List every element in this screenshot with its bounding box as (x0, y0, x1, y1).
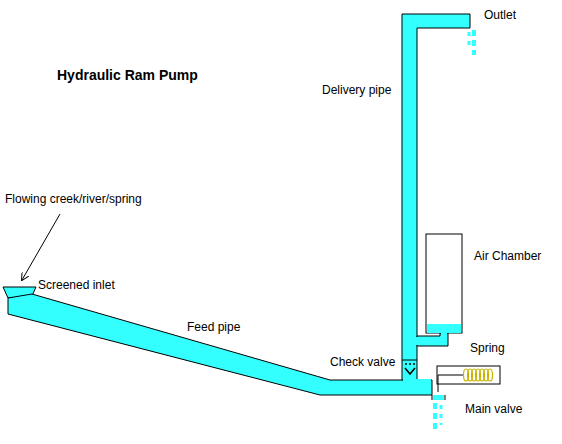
valve-stem (438, 375, 463, 376)
check-valve (402, 360, 417, 361)
part-label: Flowing creek/river/spring (5, 192, 142, 206)
main-valve (432, 395, 433, 400)
part-label: Main valve (465, 402, 522, 416)
chamber-connector (417, 333, 448, 346)
delivery-pipe (402, 14, 470, 380)
pipe-joint (403, 379, 431, 382)
spill-water (433, 403, 437, 432)
outlet-water (472, 30, 476, 55)
spring-housing (437, 366, 500, 384)
part-label: Delivery pipe (322, 83, 391, 97)
part-label: Check valve (330, 355, 395, 369)
part-label: Screened inlet (38, 278, 115, 292)
air-chamber (426, 234, 462, 333)
part-label: Spring (470, 341, 505, 355)
pipe-joint (416, 337, 419, 345)
leader-arrow (22, 214, 60, 280)
spring-coil (464, 369, 493, 381)
pipe-joint (441, 332, 447, 335)
diagram-title: Hydraulic Ram Pump (57, 67, 198, 83)
feed-pipe (8, 294, 432, 395)
check-valve-flap (405, 368, 415, 374)
part-label: Feed pipe (187, 320, 240, 334)
chamber-water (427, 324, 461, 333)
part-label: Outlet (484, 8, 516, 22)
part-label: Air Chamber (474, 249, 541, 263)
